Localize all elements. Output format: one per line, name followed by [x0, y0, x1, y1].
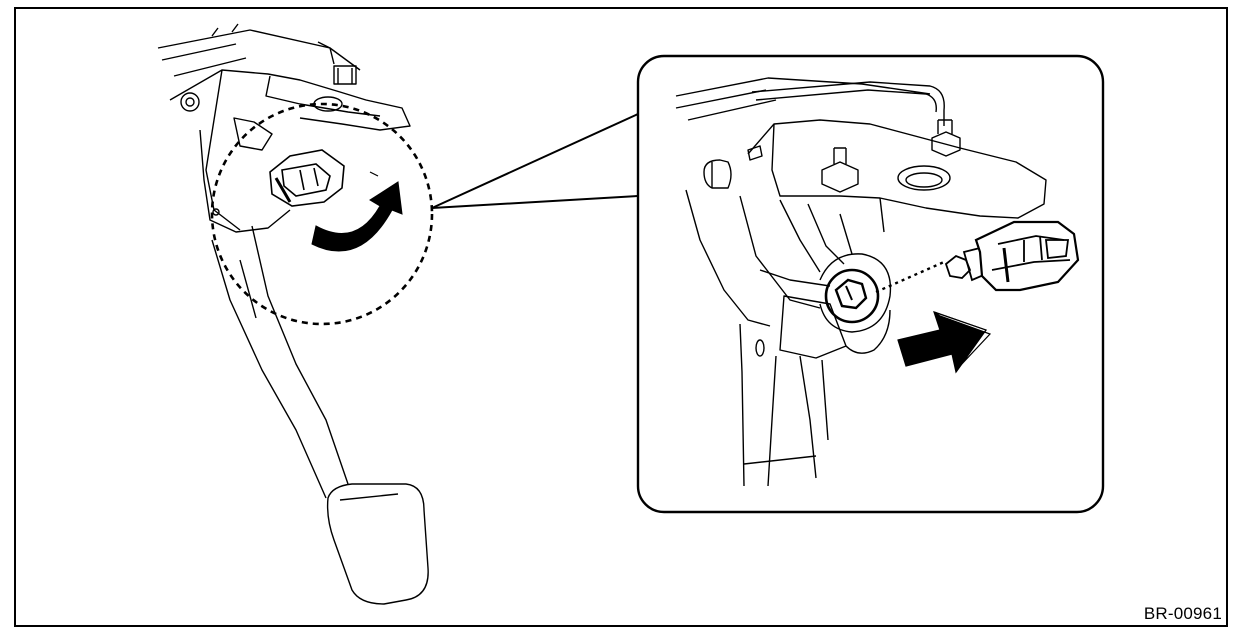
removal-path [875, 260, 945, 294]
connector-icon [944, 220, 1080, 292]
leader-lines [431, 113, 639, 209]
detail-box [636, 54, 1105, 514]
detail-circle-icon [210, 102, 434, 326]
brake-pedal-icon [157, 23, 429, 605]
mounted-switch-icon [824, 268, 880, 324]
figure-frame [14, 7, 1228, 627]
figure-code: BR-00961 [1143, 604, 1222, 623]
stop-light-switch-icon [269, 149, 345, 207]
detail-assembly [675, 77, 1047, 487]
rotate-arrow-icon [311, 171, 403, 252]
pull-arrow-icon [897, 311, 992, 374]
